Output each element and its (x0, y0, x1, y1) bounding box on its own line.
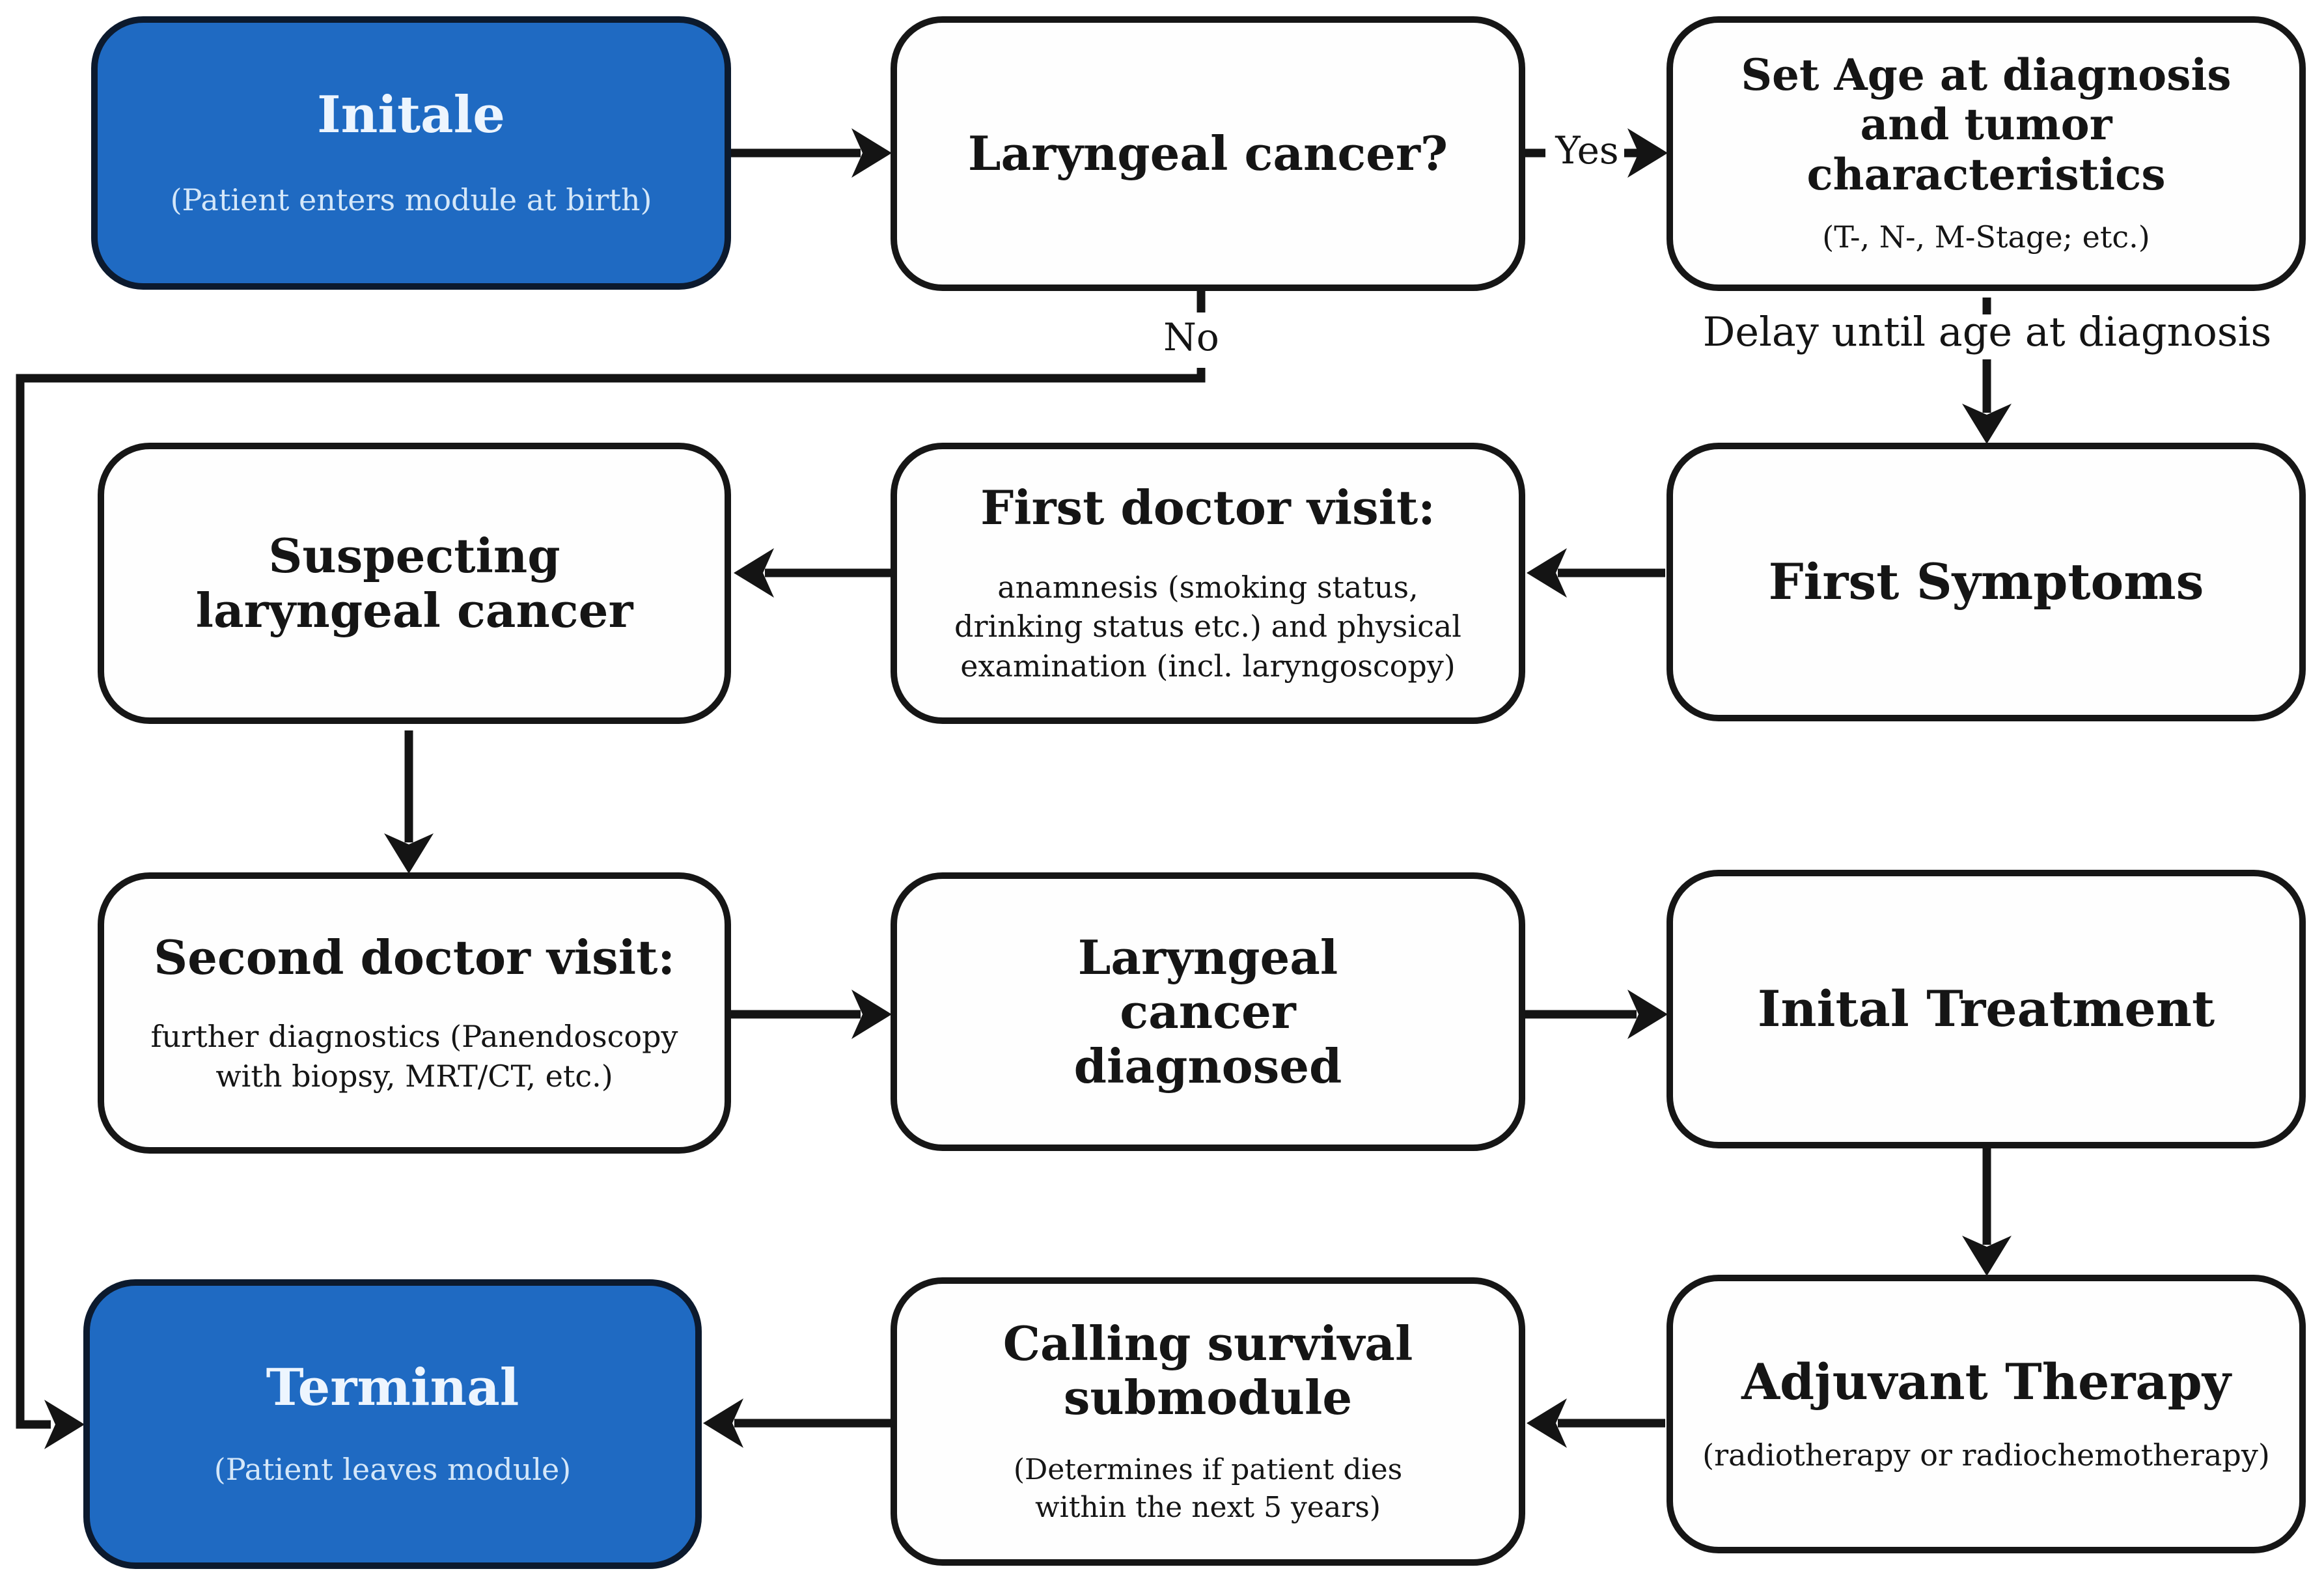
edge-initale-to-laryngeal-question (731, 128, 892, 178)
node-first-doctor-visit-subtitle: anamnesis (smoking status, drinking stat… (954, 569, 1461, 684)
node-inital-treatment: Inital Treatment (1667, 870, 2306, 1148)
edge-no-to-terminal (16, 291, 1206, 1449)
node-terminal: Terminal (Patient leaves module) (83, 1279, 702, 1569)
edge-yes-to-set-age (1525, 128, 1668, 178)
edge-second-doctor-to-diagnosed (712, 990, 892, 1039)
edge-first-doctor-to-suspecting (734, 548, 891, 598)
node-set-age-title: Set Age at diagnosis and tumor character… (1741, 49, 2232, 200)
node-adjuvant-therapy: Adjuvant Therapy (radiotherapy or radioc… (1667, 1275, 2306, 1553)
edge-delay-to-first-symptoms (1962, 298, 2012, 444)
edge-inital-to-adjuvant (1962, 1148, 2012, 1276)
node-calling-survival-subtitle: (Determines if patient dies within the n… (1013, 1452, 1403, 1525)
node-terminal-subtitle: (Patient leaves module) (214, 1452, 572, 1488)
node-calling-survival-submodule: Calling survival submodule (Determines i… (891, 1277, 1525, 1566)
node-initale-subtitle: (Patient enters module at birth) (170, 182, 652, 218)
edge-diagnosed-to-inital-treatment (1525, 990, 1668, 1039)
node-adjuvant-therapy-subtitle: (radiotherapy or radiochemotherapy) (1702, 1437, 2270, 1473)
node-set-age-at-diagnosis: Set Age at diagnosis and tumor character… (1667, 16, 2306, 291)
node-terminal-title: Terminal (266, 1357, 519, 1417)
node-laryngeal-cancer-diagnosed: Laryngeal cancer diagnosed (891, 872, 1525, 1151)
edge-first-symptoms-to-first-doctor (1527, 548, 1665, 598)
node-calling-survival-title: Calling survival submodule (1003, 1315, 1413, 1426)
edge-label-delay: Delay until age at diagnosis (1702, 308, 2272, 355)
edge-label-no: No (1163, 315, 1219, 359)
node-set-age-subtitle: (T-, N-, M-Stage; etc.) (1822, 219, 2150, 255)
node-inital-treatment-title: Inital Treatment (1757, 979, 2215, 1038)
edge-adjuvant-to-calling-survival (1527, 1398, 1665, 1448)
node-first-doctor-visit-title: First doctor visit: (980, 480, 1435, 536)
node-initale: Initale (Patient enters module at birth) (91, 16, 731, 290)
node-initale-title: Initale (317, 85, 505, 145)
node-second-doctor-visit: Second doctor visit: further diagnostics… (98, 872, 731, 1154)
node-second-doctor-visit-subtitle: further diagnostics (Panendoscopy with b… (150, 1019, 678, 1094)
node-laryngeal-cancer-question: Laryngeal cancer? (891, 16, 1525, 291)
node-first-symptoms: First Symptoms (1667, 443, 2306, 721)
node-diagnosed-title: Laryngeal cancer diagnosed (1073, 929, 1342, 1094)
node-second-doctor-visit-title: Second doctor visit: (154, 929, 675, 985)
node-suspecting-title: Suspecting laryngeal cancer (195, 528, 633, 638)
node-suspecting-laryngeal-cancer: Suspecting laryngeal cancer (98, 443, 731, 724)
node-laryngeal-cancer-question-title: Laryngeal cancer? (967, 126, 1448, 182)
edge-suspecting-to-second-doctor (384, 730, 434, 874)
node-first-doctor-visit: First doctor visit: anamnesis (smoking s… (891, 443, 1525, 724)
edge-calling-survival-to-terminal (703, 1398, 891, 1448)
edge-label-yes: Yes (1555, 128, 1619, 173)
node-first-symptoms-title: First Symptoms (1768, 552, 2204, 611)
node-adjuvant-therapy-title: Adjuvant Therapy (1741, 1352, 2231, 1411)
